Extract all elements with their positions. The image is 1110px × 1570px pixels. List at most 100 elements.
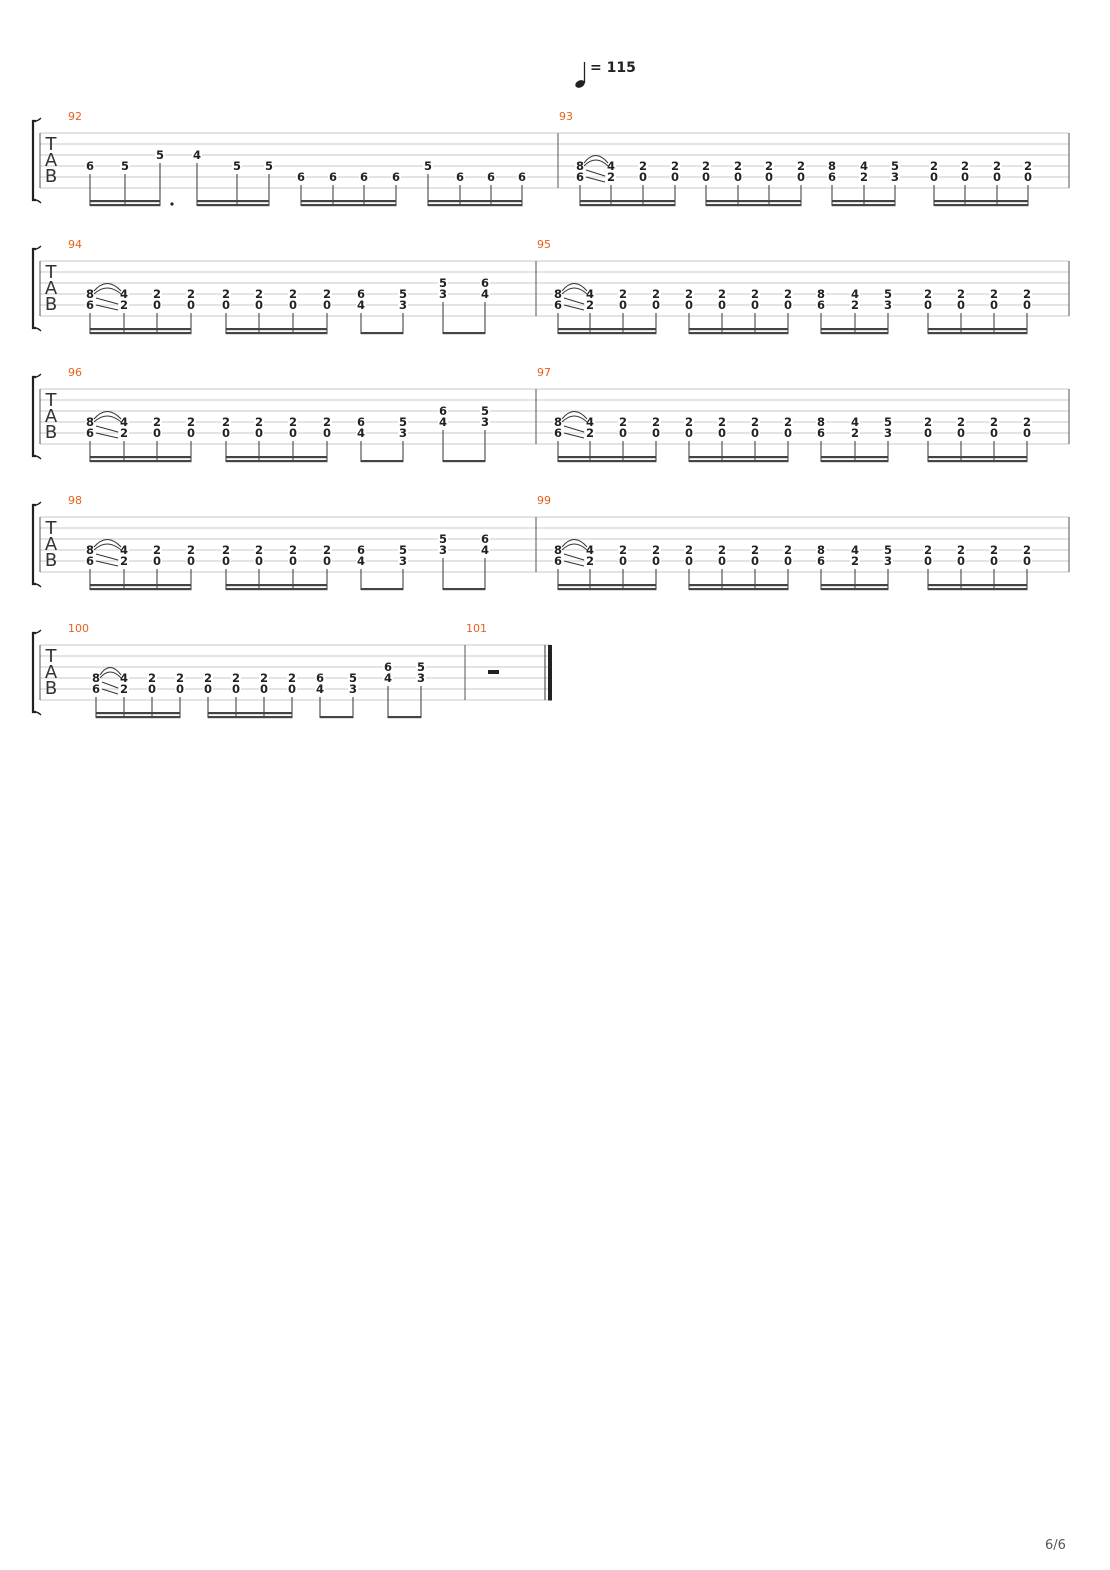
fret-mask — [989, 300, 999, 310]
fret-number: 4 — [120, 543, 128, 557]
fret-mask — [783, 300, 793, 310]
fret-mask — [322, 289, 332, 299]
fret-mask — [553, 428, 563, 438]
fret-number: 2 — [260, 671, 268, 685]
beam — [197, 204, 270, 207]
fret-number: 6 — [357, 415, 365, 429]
fret-mask — [783, 428, 793, 438]
fret-number: 2 — [652, 543, 660, 557]
fret-number: 6 — [439, 404, 447, 418]
fret-number: 2 — [652, 287, 660, 301]
fret-mask — [1023, 172, 1033, 182]
fret-number: 3 — [349, 682, 357, 696]
fret-mask — [670, 172, 680, 182]
fret-mask — [119, 556, 129, 566]
fret-number: 5 — [884, 543, 892, 557]
fret-mask — [192, 150, 202, 160]
fret-number: 2 — [1024, 159, 1032, 173]
fret-mask — [315, 684, 325, 694]
fret-mask — [85, 556, 95, 566]
fret-number: 0 — [153, 554, 161, 568]
fret-number: 8 — [817, 415, 825, 429]
fret-number: 0 — [323, 298, 331, 312]
fret-mask — [750, 428, 760, 438]
fret-number: 0 — [255, 298, 263, 312]
beam — [821, 584, 889, 587]
fret-number: 0 — [323, 554, 331, 568]
fret-number: 2 — [153, 543, 161, 557]
fret-number: 0 — [232, 682, 240, 696]
fret-number: 0 — [255, 426, 263, 440]
fret-mask — [259, 684, 269, 694]
slide-line — [101, 688, 119, 695]
fret-number: 0 — [222, 554, 230, 568]
fret-mask — [585, 428, 595, 438]
fret-number: 6 — [817, 554, 825, 568]
fret-mask — [717, 556, 727, 566]
fret-mask — [717, 428, 727, 438]
fret-mask — [783, 417, 793, 427]
fret-number: 2 — [957, 287, 965, 301]
fret-number: 6 — [316, 671, 324, 685]
beam — [928, 328, 1028, 331]
fret-number: 0 — [148, 682, 156, 696]
fret-mask — [288, 289, 298, 299]
fret-mask — [553, 417, 563, 427]
fret-mask — [585, 289, 595, 299]
fret-number: 0 — [718, 426, 726, 440]
beam — [443, 460, 486, 463]
fret-mask — [992, 161, 1002, 171]
fret-number: 6 — [86, 159, 94, 173]
bracket-hook — [34, 501, 42, 588]
slide-line — [95, 560, 119, 567]
fret-mask — [764, 161, 774, 171]
beam — [197, 200, 270, 203]
fret-number: 3 — [417, 671, 425, 685]
fret-mask — [585, 556, 595, 566]
slur-arc — [583, 159, 609, 167]
fret-number: 0 — [1024, 170, 1032, 184]
fret-mask — [850, 428, 860, 438]
fret-mask — [356, 300, 366, 310]
beam — [388, 716, 422, 719]
fret-number: 4 — [851, 415, 859, 429]
fret-number: 2 — [288, 671, 296, 685]
fret-number: 6 — [576, 170, 584, 184]
fret-number: 6 — [384, 660, 392, 674]
fret-number: 5 — [417, 660, 425, 674]
fret-mask — [638, 161, 648, 171]
fret-number: 4 — [357, 298, 365, 312]
fret-number: 2 — [586, 426, 594, 440]
fret-mask — [890, 172, 900, 182]
fret-number: 2 — [153, 287, 161, 301]
tab-clef-letter: A — [45, 534, 58, 555]
slide-line — [585, 169, 606, 177]
fret-mask — [701, 172, 711, 182]
beam — [928, 460, 1028, 463]
fret-number: 6 — [357, 287, 365, 301]
fret-number: 2 — [702, 159, 710, 173]
beam — [689, 328, 789, 331]
fret-number: 2 — [289, 287, 297, 301]
beam — [558, 588, 657, 591]
fret-number: 2 — [619, 287, 627, 301]
fret-mask — [359, 172, 369, 182]
tab-clef-letter: T — [45, 390, 58, 411]
fret-number: 6 — [86, 298, 94, 312]
fret-number: 0 — [255, 554, 263, 568]
fret-mask — [480, 406, 490, 416]
fret-number: 0 — [797, 170, 805, 184]
fret-number: 0 — [751, 426, 759, 440]
fret-number: 6 — [487, 170, 495, 184]
fret-number: 0 — [619, 554, 627, 568]
fret-mask — [152, 300, 162, 310]
fret-number: 4 — [120, 287, 128, 301]
beam — [928, 332, 1028, 335]
fret-mask — [651, 417, 661, 427]
fret-number: 2 — [222, 415, 230, 429]
slur-arc — [93, 543, 122, 551]
fret-number: 0 — [957, 554, 965, 568]
fret-mask — [287, 684, 297, 694]
fret-number: 2 — [734, 159, 742, 173]
fret-mask — [85, 289, 95, 299]
